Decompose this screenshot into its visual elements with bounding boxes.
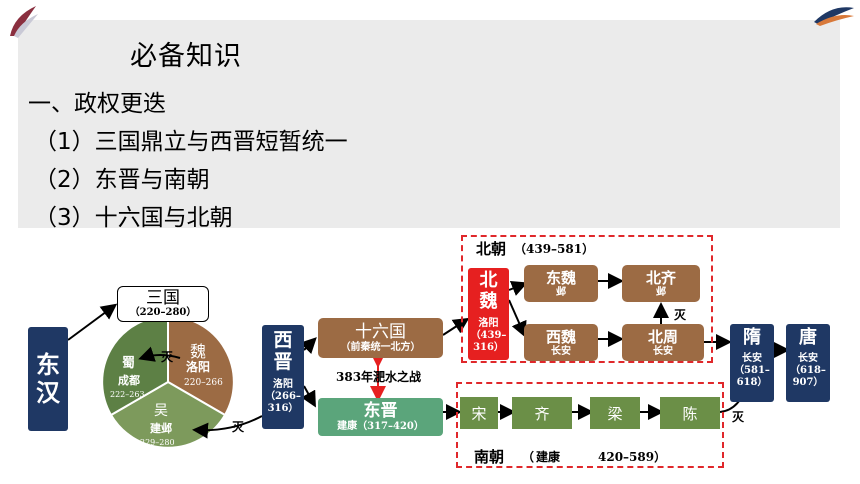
donghan-box: 东 汉 (28, 327, 68, 431)
shiliuguo-box: 十六国 （前秦统一北方） (318, 318, 443, 358)
sui-capital: 长安 (742, 353, 762, 364)
nanchao-frame (456, 382, 724, 468)
tang-years: （618– 907） (790, 365, 826, 388)
nanchao-open-paren: （ (522, 450, 535, 464)
mie-chen: 灭 (732, 410, 745, 424)
tang-box: 唐 长安 （618– 907） (786, 324, 830, 402)
shu-label: 蜀 (122, 356, 136, 371)
chen-box: 陈 (660, 397, 720, 429)
wu-label: 吴 (154, 403, 168, 419)
xijin-capital: 洛阳 (273, 379, 293, 390)
mie-wei-shu: 灭 (161, 350, 174, 364)
list-item-2: （2）东晋与南朝 (34, 167, 210, 193)
list-item-3: （3）十六国与北朝 (34, 205, 233, 231)
beiwei-capital: 洛阳 (478, 318, 499, 329)
page-title: 必备知识 (130, 41, 242, 72)
list-item-1: （1）三国鼎立与西晋短暂统一 (34, 129, 348, 155)
nanchao-capital: 建康 (536, 450, 561, 464)
beiqi-box: 北齐 邺 (622, 265, 700, 302)
beizhou-capital: 长安 (653, 345, 673, 357)
sui-box: 隋 长安 （581– 618） (730, 324, 774, 402)
tang-label: 唐 (799, 327, 817, 348)
beiqi-capital: 邺 (656, 286, 666, 298)
beichao-label: 北朝 (476, 240, 507, 258)
nanchao-label: 南朝 (474, 448, 505, 466)
beiwei-label: 北 魏 (479, 270, 498, 312)
sanguo-label: 三国 (146, 288, 180, 308)
dongwei-box: 东魏 邺 (524, 265, 598, 302)
shu-years: 222–263 (110, 390, 145, 399)
beizhou-label: 北周 (647, 327, 678, 346)
sanguo-years: （220–280） (129, 307, 197, 318)
dongjin-label: 东晋 (363, 401, 398, 421)
wei-years: 220–266 (184, 378, 223, 388)
wei-label: 魏 (190, 342, 207, 361)
xijin-label: 西 晋 (273, 329, 293, 373)
section-heading: 一、政权更迭 (28, 91, 166, 117)
dongjin-capital: 建康（317–420） (337, 421, 424, 432)
mie-beiqi: 灭 (674, 308, 687, 322)
beizhou-box: 北周 长安 (622, 324, 704, 361)
beichao-years: （439–581） (514, 242, 595, 256)
feishui-battle-label: 383年淝水之战 (336, 370, 422, 384)
beiqi-label: 北齐 (645, 268, 676, 287)
slide-header-band (18, 20, 840, 228)
three-kingdoms-pie (101, 314, 235, 449)
xijin-box: 西 晋 洛阳 （266– 316） (262, 325, 304, 429)
donghan-label: 东 汉 (36, 350, 60, 407)
xiwei-capital: 长安 (551, 345, 571, 357)
xijin-years: （266– 316） (265, 391, 301, 414)
liang-box: 梁 (590, 397, 640, 429)
tang-capital: 长安 (798, 353, 818, 364)
sui-years: （581– 618） (734, 365, 770, 388)
beiwei-box: 北 魏 洛阳 （439– 316） (468, 268, 509, 360)
feather-decoration-right (814, 7, 854, 26)
sanguo-box: 三国 （220–280） (117, 286, 209, 322)
dongwei-label: 东魏 (545, 268, 576, 287)
dongwei-capital: 邺 (556, 286, 566, 298)
shu-capital: 成都 (118, 374, 140, 387)
wu-capital: 建邺 (150, 422, 172, 435)
wu-years: 229–280 (140, 438, 175, 447)
dongjin-box: 东晋 建康（317–420） (318, 398, 443, 436)
wei-capital: 洛阳 (186, 360, 211, 374)
mie-jin-wu: 灭 (232, 420, 245, 434)
qi-box: 齐 (512, 397, 572, 429)
sui-label: 隋 (743, 327, 761, 348)
song-box: 宋 (460, 397, 498, 429)
xiwei-label: 西魏 (545, 327, 576, 346)
beiwei-years: （439– 316） (470, 330, 507, 353)
xiwei-box: 西魏 长安 (524, 324, 598, 361)
shiliuguo-label: 十六国 (355, 322, 406, 342)
nanchao-years: 420–589） (598, 450, 667, 464)
beichao-frame (461, 235, 713, 363)
feather-decoration-left (10, 6, 38, 38)
shiliuguo-note: （前秦统一北方） (340, 342, 421, 353)
